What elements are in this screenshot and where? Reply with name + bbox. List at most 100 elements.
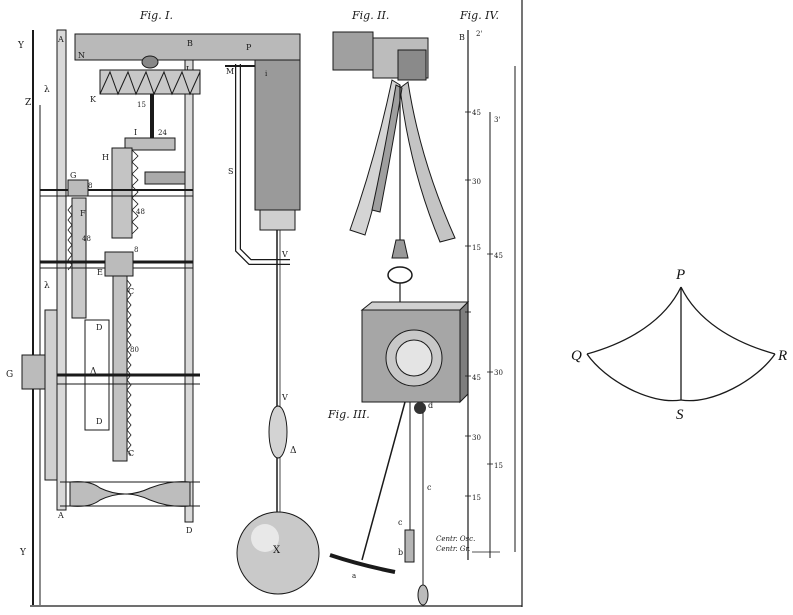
- cheek-right: [399, 81, 456, 243]
- centr-gr-label: Centr. Gr.: [436, 545, 470, 553]
- clock-dial-inner: [395, 339, 433, 377]
- label-Y-top: Y: [17, 41, 25, 51]
- label-E: E: [97, 268, 103, 277]
- label-A-bottom: A: [57, 511, 64, 520]
- fig4-scales: Fig. IV. B 2' 3' 45 30 15 45 30 15 45 30…: [436, 9, 516, 560]
- label-D-bottom: D: [186, 526, 192, 535]
- fig2-block-left: [332, 31, 374, 71]
- fig2-loop: [387, 266, 413, 284]
- cycloid-lower-arc: [586, 353, 682, 402]
- point-label-R: R: [777, 348, 787, 364]
- fig3-bob: [329, 553, 396, 574]
- cheek-inner: [371, 84, 403, 213]
- fig3-pivot: [414, 402, 426, 414]
- tick-label: 15: [494, 462, 503, 470]
- clock-engraving: Fig. I. Y Z λ λ Y G A A D N B P L M i: [6, 0, 523, 607]
- label-48-b: 48: [82, 235, 91, 243]
- label-d: d: [428, 401, 433, 410]
- label-X: X: [273, 545, 281, 556]
- tick-label: 45: [472, 109, 481, 117]
- cycloid-diagram: P Q R S: [571, 267, 787, 423]
- top-crossbar: [74, 33, 301, 61]
- label-D-low: D: [96, 417, 102, 426]
- label-C-bottom: C: [128, 449, 134, 458]
- label-S: S: [228, 167, 233, 176]
- fig2-hook: [391, 239, 409, 259]
- pillar-right: [184, 51, 194, 523]
- tick-label: 15: [472, 494, 481, 502]
- wheel-C: [112, 275, 128, 462]
- fig3-title: Fig. III.: [327, 408, 370, 421]
- label-Z: Z: [25, 98, 31, 108]
- label-b: b: [398, 548, 403, 557]
- label-V-top: V: [281, 250, 288, 259]
- label-lambda-top: λ: [44, 85, 50, 95]
- label-D-top: D: [96, 323, 102, 332]
- tick-label: 45: [472, 374, 481, 382]
- label-15: 15: [137, 101, 146, 109]
- wheel-C-teeth: [126, 279, 132, 456]
- label-Delta-pend: Δ: [290, 446, 297, 456]
- label-c-left: c: [398, 518, 403, 527]
- label-F: F: [80, 209, 86, 218]
- fig3-box-clock: Fig. III. d a b c c: [327, 300, 470, 606]
- label-Delta-fig1: Δ: [90, 367, 97, 377]
- wheel-H: [111, 147, 133, 239]
- tick-label: 45: [494, 252, 503, 260]
- label-i: i: [265, 70, 268, 78]
- fig3-pendulum-rod: [361, 401, 406, 561]
- fig4-title: Fig. IV.: [459, 9, 499, 22]
- wheel-F: [71, 197, 87, 319]
- label-8-a: 8: [88, 182, 92, 190]
- label-M: M: [226, 67, 234, 76]
- label-C-top: C: [128, 287, 134, 296]
- scale-ticks: 45 30 15 45 30 15 45 30 15: [472, 109, 503, 502]
- point-label-Q: Q: [571, 348, 582, 364]
- fig1-title: Fig. I.: [139, 9, 173, 22]
- regulating-bob: [268, 405, 288, 459]
- centr-osc-label: Centr. Osc.: [436, 535, 475, 543]
- label-80: 80: [130, 346, 139, 354]
- cycloid-cheek-right: [680, 286, 776, 355]
- crutch-S-inner: [236, 64, 290, 264]
- clock-box-side: [459, 300, 469, 404]
- fig2-block-right: [397, 49, 427, 81]
- cycloid-cheek-left: [586, 286, 682, 355]
- label-c-right: c: [427, 483, 432, 492]
- label-2prime: 2': [476, 30, 482, 38]
- label-I: I: [134, 128, 137, 137]
- clock-box-top: [360, 301, 470, 311]
- label-G: G: [70, 171, 76, 180]
- label-P-fig1: P: [246, 43, 252, 52]
- label-3prime: 3': [494, 116, 500, 124]
- wheel-F-teeth: [67, 204, 73, 271]
- cycloid-lower-arc-right: [680, 353, 776, 402]
- fig3-weight-c: [417, 584, 429, 606]
- label-V-low: V: [281, 393, 288, 402]
- fig3-weight-b: [404, 529, 415, 563]
- label-8-b: 8: [134, 246, 138, 254]
- crown-teeth: [99, 70, 201, 96]
- tick-label: 15: [472, 244, 481, 252]
- point-label-S: S: [676, 407, 684, 423]
- label-B-fig4: B: [459, 33, 465, 42]
- wheel-H-teeth: [131, 149, 139, 235]
- label-a: a: [352, 572, 356, 580]
- tick-label: 30: [494, 369, 503, 377]
- label-48-a: 48: [136, 208, 145, 216]
- point-label-P: P: [675, 267, 685, 283]
- label-B-fig1: B: [187, 39, 193, 48]
- label-N: N: [78, 51, 85, 60]
- barrel-D: [84, 319, 110, 431]
- label-G-left: G: [6, 370, 13, 380]
- pinion-E: [104, 251, 134, 277]
- fig1-movement: Fig. I. Y Z λ λ Y G A A D N B P L M i: [6, 9, 320, 605]
- label-24: 24: [158, 129, 167, 137]
- pinion-G: [67, 179, 89, 197]
- tick-label: 30: [472, 434, 481, 442]
- label-lambda-mid: λ: [44, 281, 50, 291]
- verge-pallet: [141, 55, 159, 69]
- label-H: H: [102, 153, 109, 162]
- label-K: K: [90, 95, 97, 104]
